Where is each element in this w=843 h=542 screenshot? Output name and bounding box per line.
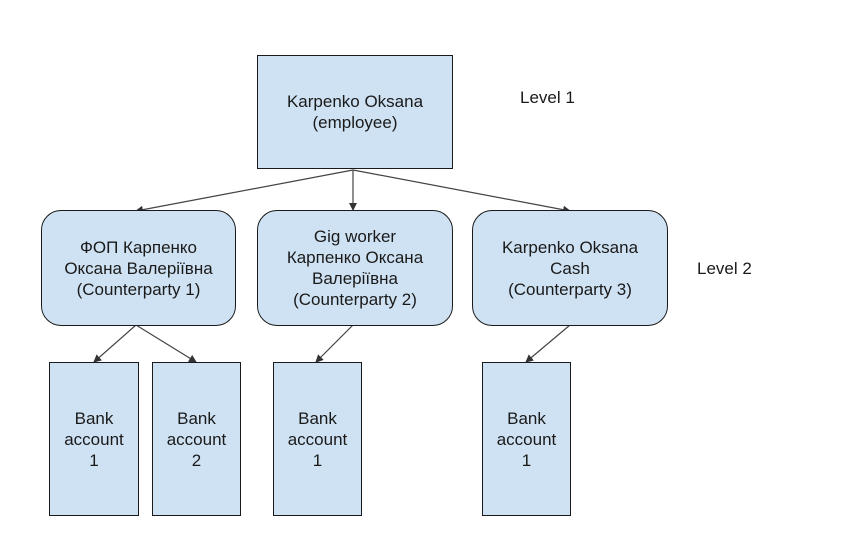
bank-account-node: Bank account 2: [152, 362, 241, 516]
edge-counterparty-3-to-account-1: [525, 324, 571, 363]
bank-account-node: Bank account 1: [482, 362, 571, 516]
bank-account-node: Bank account 1: [49, 362, 139, 516]
bank-account-line: Bank: [298, 408, 337, 428]
edge-counterparty-1-to-account-1: [93, 324, 137, 363]
counterparty-2-node: Gig worker Карпенко Оксана Валеріївна (C…: [257, 210, 453, 326]
bank-account-line: 2: [191, 450, 202, 470]
bank-account-line: Bank: [74, 408, 114, 428]
counterparty-line: (Counterparty 3): [508, 279, 632, 299]
root-line: (employee): [312, 113, 398, 132]
bank-account-line: Bank: [177, 408, 216, 428]
edge-counterparty-2-to-account-1: [315, 324, 354, 363]
edge-counterparty-1-to-account-2: [135, 324, 197, 363]
level-2-label: Level 2: [697, 259, 752, 278]
counterparty-line: Оксана Валеріївна: [64, 258, 213, 278]
bank-account-line: account: [166, 429, 227, 449]
counterparty-line: Karpenko Oksana: [501, 237, 639, 257]
root-line: Karpenko Oksana: [286, 92, 424, 111]
bank-account-line: Bank: [507, 408, 546, 428]
bank-account-line: account: [287, 429, 348, 449]
bank-account-line: account: [64, 429, 124, 449]
bank-account-line: 1: [89, 450, 99, 470]
bank-account-node: Bank account 1: [273, 362, 362, 516]
counterparty-1-node: ФОП Карпенко Оксана Валеріївна (Counterp…: [41, 210, 236, 326]
counterparty-line: Gig worker: [313, 227, 397, 246]
edge-root-to-counterparty-3: [352, 169, 571, 214]
counterparty-3-node: Karpenko Oksana Cash (Counterparty 3): [472, 210, 668, 326]
root-employee-node: Karpenko Oksana (employee): [257, 55, 453, 169]
bank-account-line: account: [496, 429, 557, 449]
edge-root-to-counterparty-1: [135, 169, 354, 214]
level-1-label: Level 1: [520, 88, 575, 107]
counterparty-line: Cash: [550, 258, 590, 278]
counterparty-line: ФОП Карпенко: [79, 237, 198, 257]
counterparty-line: (Counterparty 2): [293, 290, 417, 309]
counterparty-line: Карпенко Оксана: [286, 248, 424, 267]
counterparty-line: (Counterparty 1): [76, 279, 201, 299]
bank-account-line: 1: [521, 450, 532, 470]
bank-account-line: 1: [312, 450, 323, 470]
counterparty-line: Валеріївна: [312, 269, 398, 288]
